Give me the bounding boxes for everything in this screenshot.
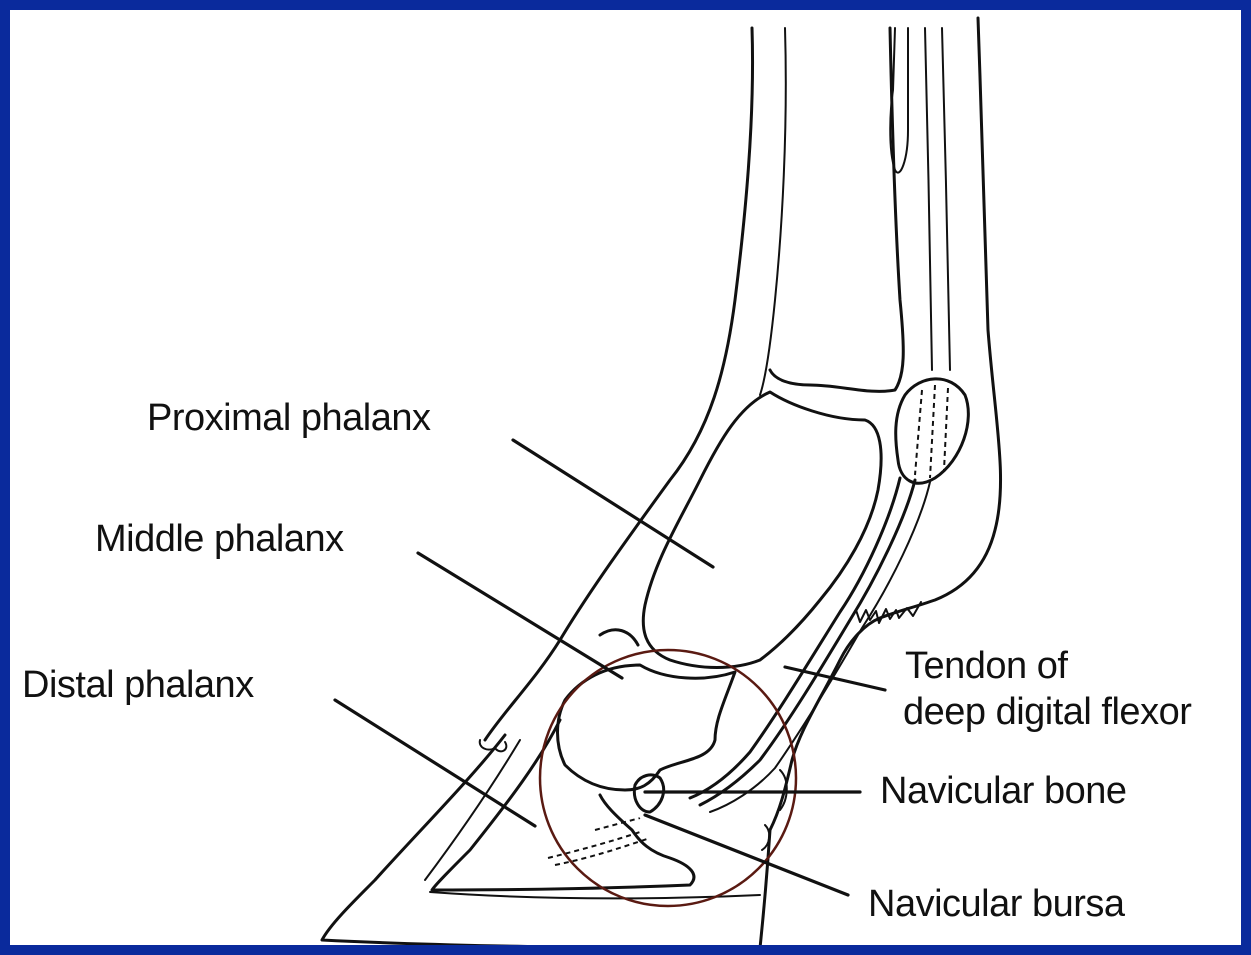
- label-navicular-bursa: Navicular bursa: [868, 882, 1125, 926]
- middle-phalanx-bone: [558, 665, 736, 790]
- leader-middle: [418, 553, 622, 678]
- label-navicular-bone: Navicular bone: [880, 769, 1126, 813]
- navicular-bursa-region: [548, 818, 650, 865]
- diagram-frame: Proximal phalanx Middle phalanx Distal p…: [10, 10, 1241, 945]
- highlight-circle: [540, 650, 796, 906]
- sesamoid-hatch: [915, 385, 948, 478]
- skin-inner-front: [760, 28, 786, 395]
- flexor-tendon-upper-2: [942, 28, 950, 370]
- label-tendon-line2: deep digital flexor: [903, 690, 1191, 734]
- label-middle-phalanx: Middle phalanx: [95, 517, 344, 561]
- label-distal-phalanx: Distal phalanx: [22, 663, 254, 707]
- flexor-tendon-upper-1: [925, 28, 932, 370]
- leader-navicular-bursa: [645, 815, 848, 895]
- hoof-wall: [322, 735, 770, 945]
- skin-outline-front: [485, 28, 753, 740]
- leader-proximal: [513, 440, 713, 567]
- cannon-bone: [770, 28, 903, 391]
- label-proximal-phalanx: Proximal phalanx: [147, 396, 430, 440]
- heel-bulb: [762, 770, 787, 850]
- label-tendon-line1: Tendon of: [905, 644, 1067, 688]
- coronary-band: [480, 740, 507, 751]
